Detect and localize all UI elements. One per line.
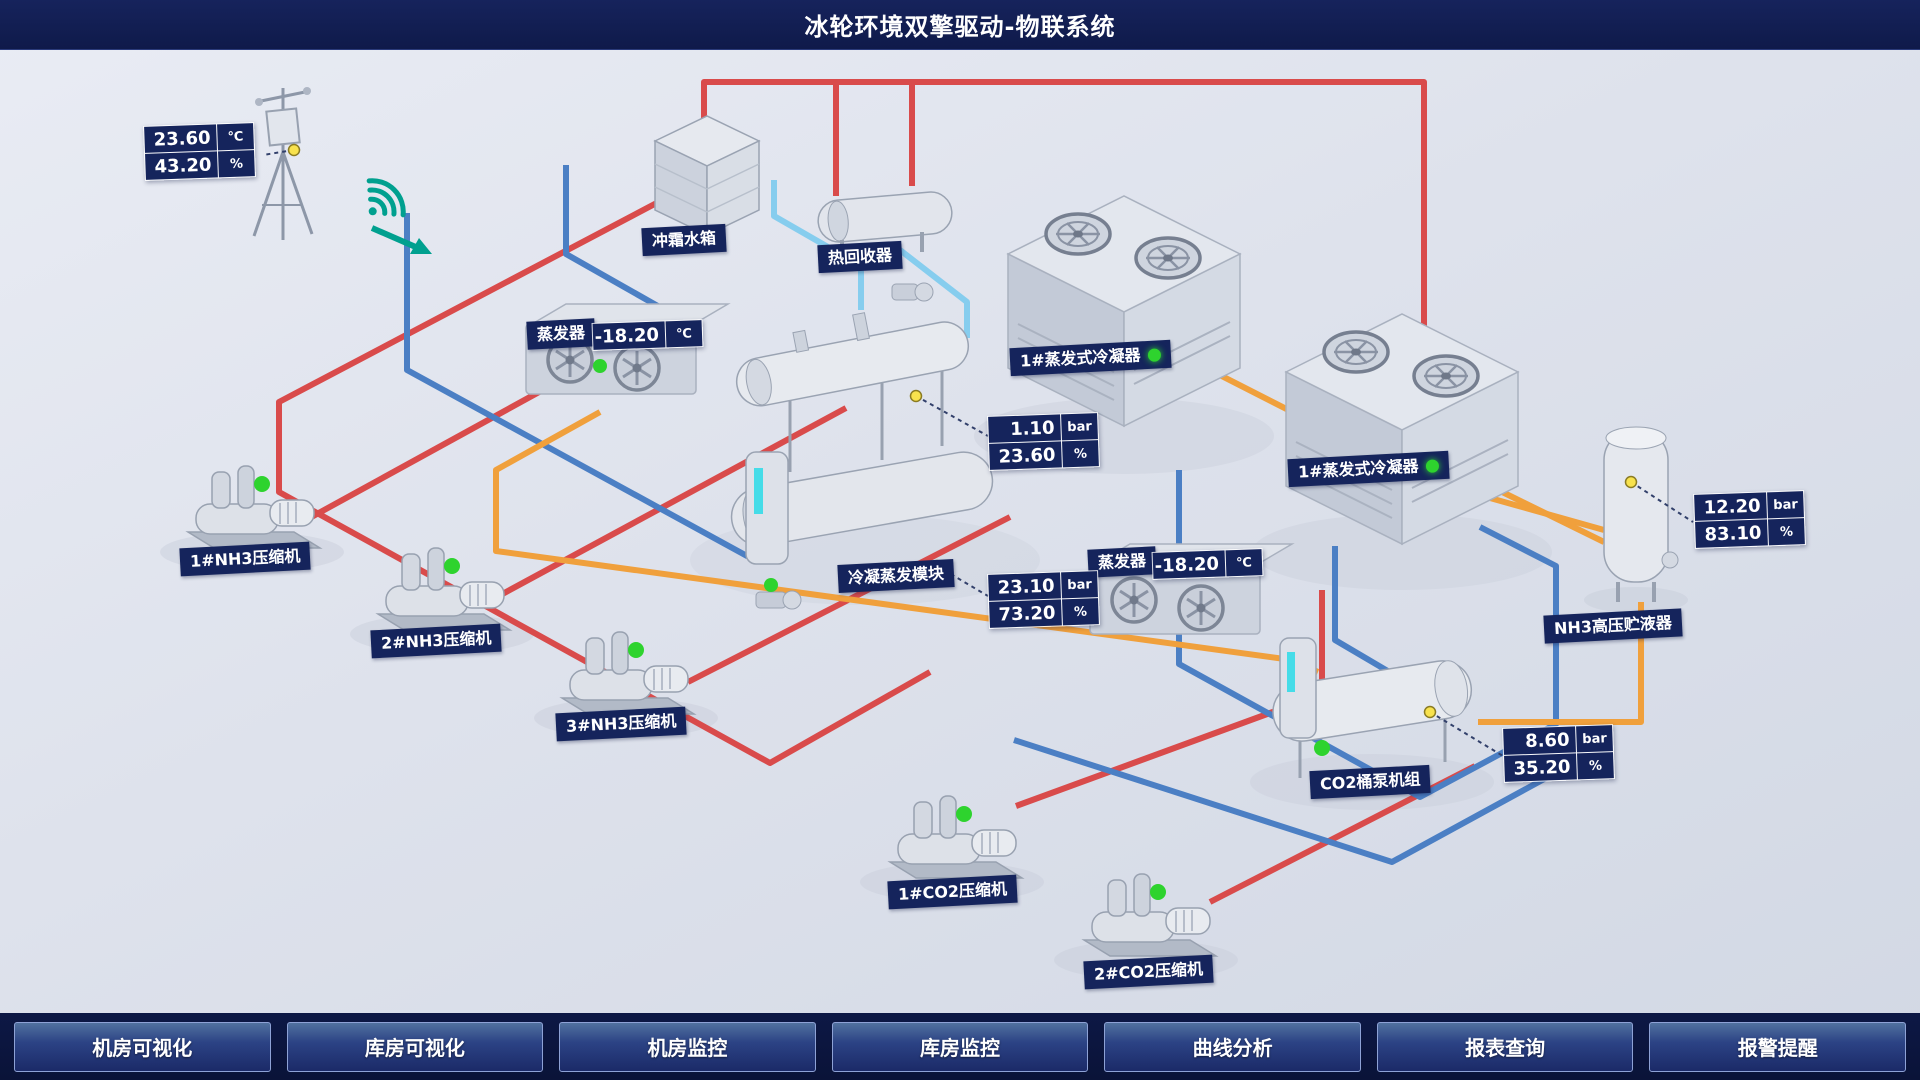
nav-machine-room-monitor[interactable]: 机房监控 (559, 1021, 816, 1072)
defrost-water-tank (653, 115, 761, 237)
nav-curve-analysis[interactable]: 曲线分析 (1104, 1021, 1361, 1072)
co2-pump-pressure-unit: bar (1576, 725, 1613, 753)
evaporator-right-temp-unit: ℃ (1225, 549, 1263, 577)
module-bottom-percent-value: 73.20 (989, 599, 1062, 628)
co2-pump-unit-vessel (1272, 637, 1473, 778)
label-evaporator-left: 蒸发器 (526, 318, 596, 350)
weather-temp-value: 23.60 (144, 124, 217, 153)
nh3-receiver-vessel (1603, 426, 1679, 602)
page-title: 冰轮环境双擎驱动-物联系统 (804, 13, 1116, 41)
evaporator-left-temp-value: -18.20 (592, 321, 666, 350)
co2-pump-pressure-value: 8.60 (1503, 726, 1576, 755)
nh3-receiver-pressure-value: 12.20 (1694, 492, 1767, 521)
module-top-percent-unit: % (1062, 440, 1099, 468)
weather-station (252, 87, 314, 240)
status-indicators-green (593, 359, 1330, 756)
co2-compressor-1-unit (889, 795, 1023, 879)
nav-warehouse-visualization[interactable]: 库房可视化 (286, 1021, 544, 1072)
evaporative-condenser-2 (1286, 314, 1518, 544)
weather-humidity-value: 43.20 (145, 151, 218, 180)
evaporative-condenser-1 (1008, 196, 1240, 426)
module-bottom-pressure-value: 23.10 (988, 572, 1061, 601)
nh3-receiver-pressure-unit: bar (1767, 491, 1804, 519)
module-top-readout: 1.10 bar 23.60 % (987, 412, 1100, 471)
nh3-receiver-readout: 12.20 bar 83.10 % (1693, 490, 1806, 549)
nav-report-query[interactable]: 报表查询 (1376, 1021, 1634, 1072)
evaporator-left-temp-readout: -18.20 ℃ (591, 319, 704, 351)
module-bottom-readout: 23.10 bar 73.20 % (987, 570, 1100, 629)
co2-pump-readout: 8.60 bar 35.20 % (1502, 724, 1615, 783)
label-text: 1#蒸发式冷凝器 (1019, 345, 1141, 371)
status-indicator-green (1425, 458, 1439, 473)
label-text: 1#蒸发式冷凝器 (1297, 456, 1419, 482)
nav-warehouse-monitor[interactable]: 库房监控 (831, 1021, 1089, 1072)
status-indicator-green (1147, 347, 1161, 362)
condensing-evaporating-module (730, 312, 994, 610)
module-bottom-percent-unit: % (1062, 598, 1099, 626)
heat-recovery-unit (817, 191, 953, 302)
module-top-pressure-unit: bar (1061, 413, 1098, 441)
module-top-pressure-value: 1.10 (988, 414, 1061, 443)
bottom-nav: 机房可视化 库房可视化 机房监控 库房监控 曲线分析 报表查询 报警提醒 (0, 1013, 1920, 1080)
nav-machine-room-visualization[interactable]: 机房可视化 (14, 1021, 271, 1072)
label-defrost-tank: 冲霜水箱 (641, 223, 727, 257)
weather-readout: 23.60 ℃ 43.20 % (143, 122, 256, 181)
nh3-receiver-percent-value: 83.10 (1695, 519, 1768, 548)
nh3-compressor-3-unit (561, 631, 695, 715)
title-bar: 冰轮环境双擎驱动-物联系统 (0, 0, 1920, 50)
signal-arrow-icon (370, 225, 432, 254)
co2-pump-percent-unit: % (1577, 752, 1614, 780)
sensor-points (287, 143, 1638, 719)
evaporator-right-temp-readout: -18.20 ℃ (1151, 548, 1264, 580)
pipes-cyan (771, 180, 970, 338)
module-top-percent-value: 23.60 (989, 441, 1062, 470)
wifi-icon (366, 178, 406, 218)
weather-temp-unit: ℃ (217, 123, 254, 151)
co2-pump-percent-value: 35.20 (1504, 753, 1577, 782)
nh3-receiver-percent-unit: % (1768, 518, 1805, 546)
nav-alarm-reminder[interactable]: 报警提醒 (1649, 1021, 1907, 1072)
evaporator-right-temp-value: -18.20 (1152, 550, 1226, 579)
module-bottom-pressure-unit: bar (1061, 571, 1098, 599)
weather-humidity-unit: % (218, 150, 255, 178)
co2-compressor-2-unit (1083, 873, 1217, 957)
nh3-compressor-1-unit (187, 465, 321, 549)
evaporator-left-temp-unit: ℃ (665, 320, 703, 348)
label-heat-recovery: 热回收器 (817, 240, 903, 274)
